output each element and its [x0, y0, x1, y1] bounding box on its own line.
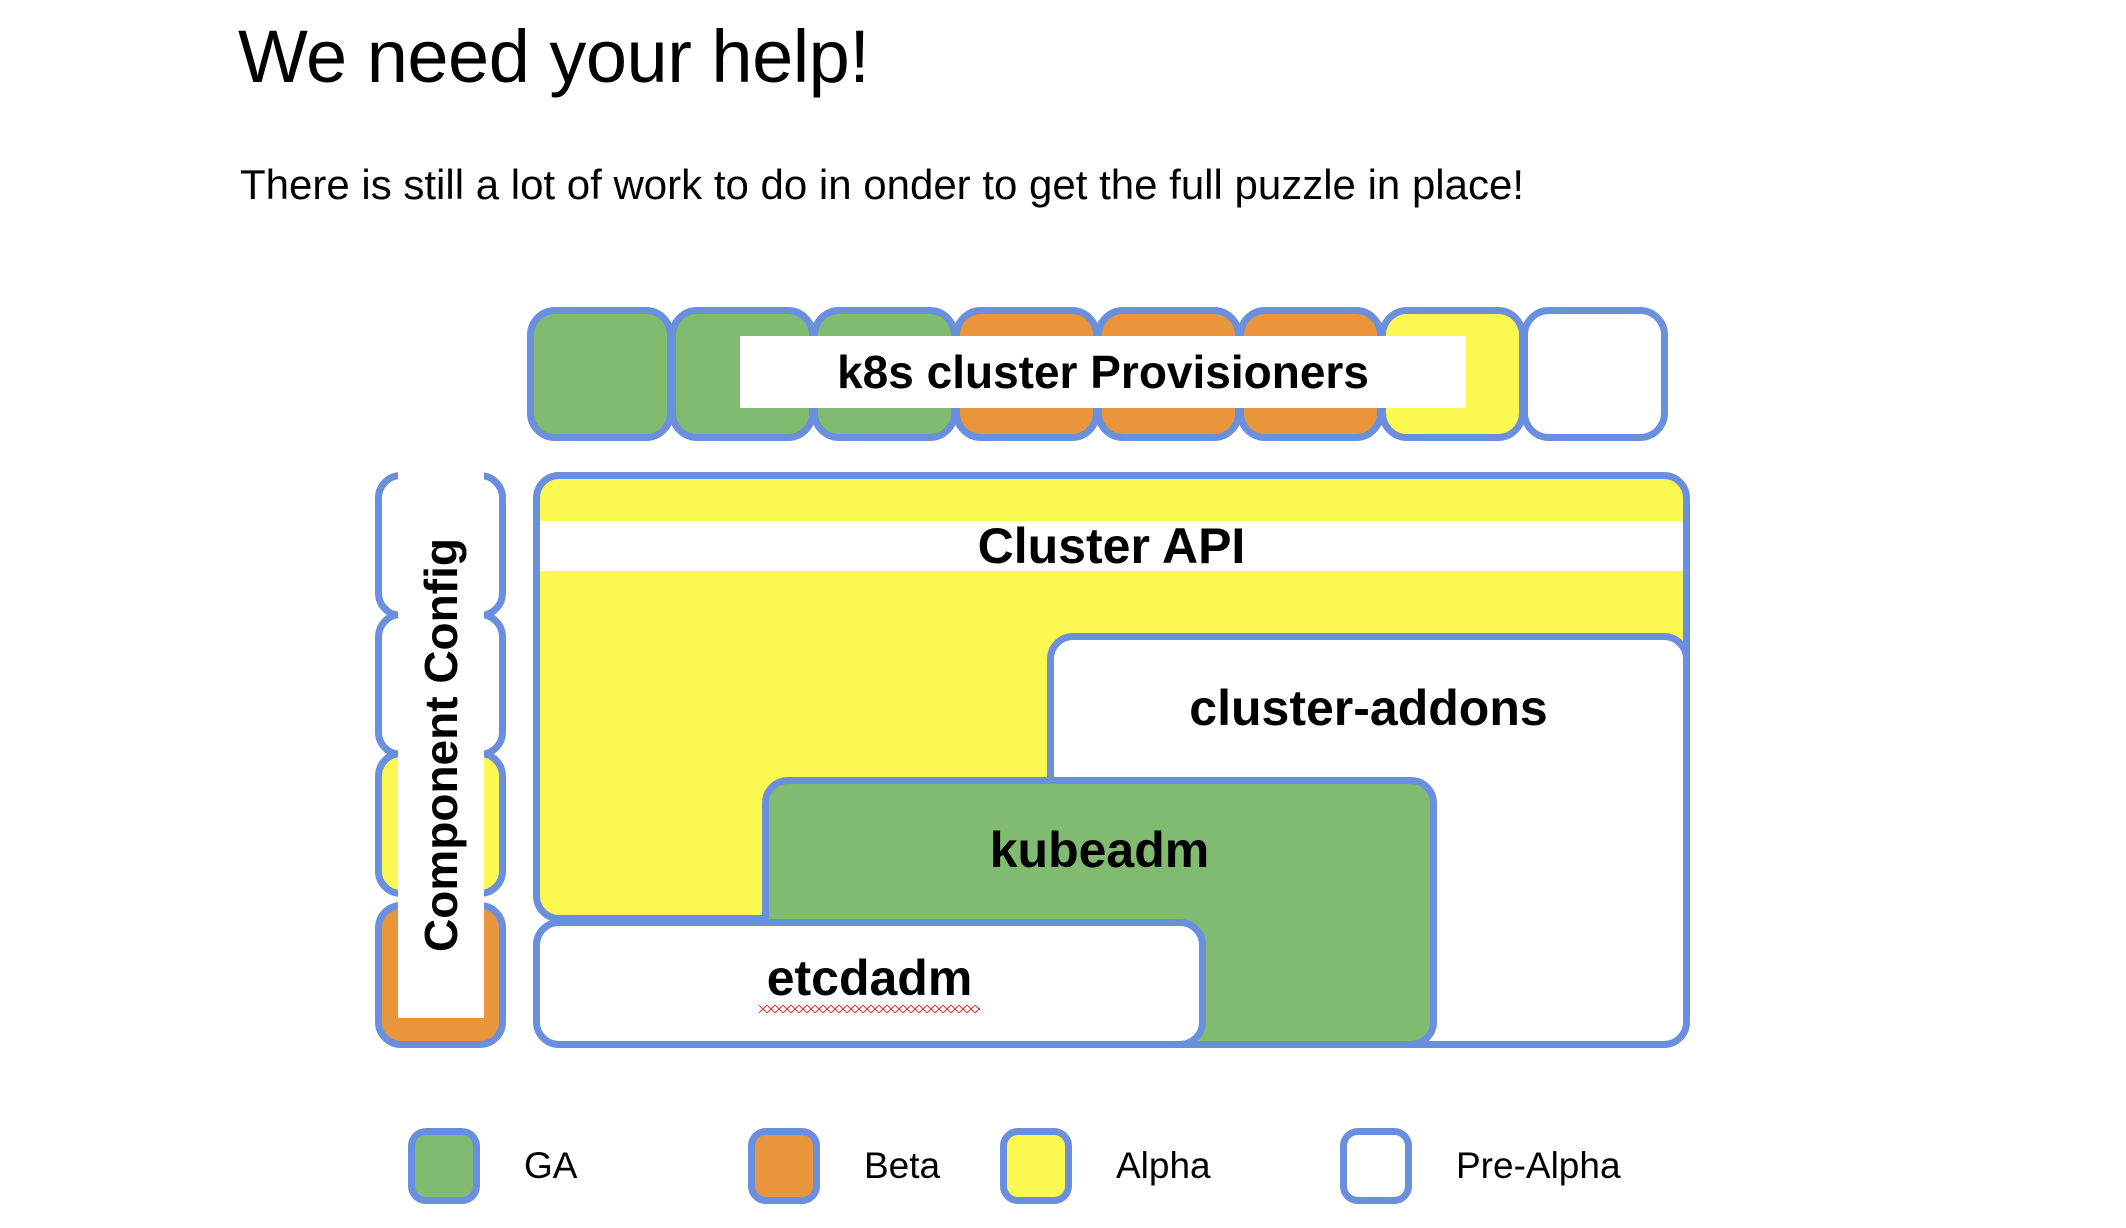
etcdadm-label: etcdadm [540, 950, 1199, 1013]
legend-label: Pre-Alpha [1456, 1145, 1621, 1186]
legend-item-ga: GA [408, 1128, 577, 1204]
legend-item-pre-alpha: Pre-Alpha [1340, 1128, 1621, 1204]
cluster-addons-label: cluster-addons [1054, 683, 1683, 733]
legend-label: GA [524, 1145, 578, 1186]
legend-label: Alpha [1116, 1145, 1211, 1186]
legend-swatch-icon [748, 1128, 820, 1204]
legend-item-alpha: Alpha [1000, 1128, 1211, 1204]
kubeadm-label: kubeadm [989, 822, 1210, 878]
legend-swatch-icon [1340, 1128, 1412, 1204]
legend-swatch-icon [408, 1128, 480, 1204]
etcdadm-label-text: etcdadm [758, 950, 980, 1013]
component-config-label: Component Config [398, 472, 484, 1018]
etcdadm-box[interactable]: etcdadm [533, 919, 1206, 1048]
page-subtitle: There is still a lot of work to do in on… [240, 161, 1525, 208]
provisioner-box-8[interactable] [1521, 307, 1668, 441]
provisioner-box-1[interactable] [527, 307, 674, 441]
legend: GA Beta Alpha Pre-Alpha [0, 1128, 2126, 1218]
component-config-label-text: Component Config [415, 538, 468, 952]
provisioner-row-label: k8s cluster Provisioners [740, 336, 1466, 408]
legend-label: Beta [864, 1145, 941, 1186]
legend-swatch-icon [1000, 1128, 1072, 1204]
page-title: We need your help! [238, 15, 870, 98]
legend-item-beta: Beta [748, 1128, 940, 1204]
cluster-api-label: Cluster API [540, 521, 1683, 571]
